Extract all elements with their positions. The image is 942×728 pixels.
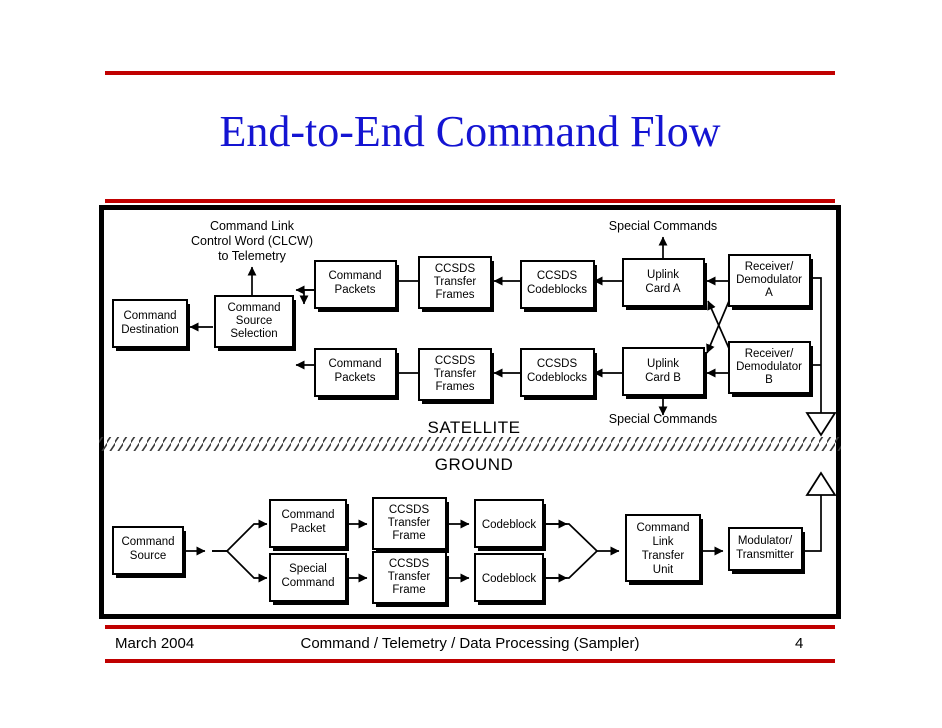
box-receiver-demodulator-b: Receiver/ Demodulator B	[728, 341, 813, 397]
box-transfer-frames-a: CCSDS Transfer Frames	[418, 256, 494, 312]
box-frame-bottom-l1: CCSDS	[389, 558, 430, 570]
box-codeblocks-a-l2: Codeblocks	[527, 284, 587, 296]
box-cltu-l2: Link	[652, 536, 673, 548]
box-command-source-selection: Command Source Selection	[214, 295, 296, 351]
box-codeblock-bottom-label: Codeblock	[482, 573, 537, 585]
box-special-command-l1: Special	[289, 563, 327, 575]
box-frame-bottom-l3: Frame	[392, 584, 425, 596]
box-command-link-transfer-unit: Command Link Transfer Unit	[625, 514, 703, 585]
footer-page-number: 4	[795, 635, 804, 652]
downlink-receive-antenna-icon	[805, 412, 837, 437]
box-codeblocks-b-l1: CCSDS	[537, 358, 578, 370]
label-special-commands-top: Special Commands	[609, 219, 717, 233]
diagram-top-rule	[105, 199, 835, 203]
box-transfer-frames-b: CCSDS Transfer Frames	[418, 348, 494, 404]
box-uplink-card-b: Uplink Card B	[622, 347, 707, 399]
box-uplink-a-l2: Card A	[645, 283, 680, 295]
box-codeblocks-b: CCSDS Codeblocks	[520, 348, 597, 400]
link-receiver-a-to-uplink-b	[706, 300, 730, 354]
box-receiver-b-l2: Demodulator	[736, 361, 802, 373]
box-receiver-a-l1: Receiver/	[745, 261, 794, 273]
box-command-source: Command Source	[112, 526, 186, 578]
box-frames-a-l1: CCSDS	[435, 263, 476, 275]
page-title: End-to-End Command Flow	[219, 107, 721, 156]
link-fork-to-special-command	[212, 550, 268, 583]
top-rule	[105, 71, 835, 75]
box-command-destination-l1: Command	[123, 310, 176, 322]
box-frame-bottom-l2: Transfer	[388, 571, 431, 583]
box-cltu-l1: Command	[636, 522, 689, 534]
box-codeblock-bottom: Codeblock	[474, 553, 546, 605]
label-clcw-line2: Control Word (CLCW)	[191, 234, 313, 248]
box-packets-a-l1: Command	[328, 270, 381, 282]
satellite-ground-boundary	[99, 437, 841, 451]
box-special-command-l2: Command	[281, 577, 334, 589]
box-command-destination: Command Destination	[112, 299, 190, 351]
command-flow-diagram: Command Destination Command Source Selec…	[99, 219, 841, 607]
label-ground-zone: GROUND	[435, 455, 514, 474]
box-modulator-l2: Transmitter	[736, 549, 794, 561]
box-packets-b-l1: Command	[328, 358, 381, 370]
box-frame-top-l2: Transfer	[388, 517, 431, 529]
box-command-packets-b: Command Packets	[314, 348, 399, 400]
box-receiver-b-l1: Receiver/	[745, 348, 794, 360]
box-uplink-card-a: Uplink Card A	[622, 258, 707, 310]
box-command-source-l1: Command	[121, 536, 174, 548]
box-source-selection-l2: Source	[236, 315, 272, 327]
box-cltu-l4: Unit	[653, 564, 674, 576]
box-codeblock-top: Codeblock	[474, 499, 546, 551]
link-codeblock-top-to-cltu	[546, 523, 620, 556]
label-special-commands-bottom: Special Commands	[609, 412, 717, 426]
footer-date: March 2004	[115, 635, 195, 652]
box-codeblocks-a-l1: CCSDS	[537, 270, 578, 282]
box-frames-b-l3: Frames	[436, 381, 475, 393]
box-uplink-b-l1: Uplink	[647, 358, 679, 370]
box-frames-b-l2: Transfer	[434, 368, 477, 380]
box-frames-a-l2: Transfer	[434, 276, 477, 288]
label-clcw-line3: to Telemetry	[218, 249, 287, 263]
box-command-packet-l1: Command	[281, 509, 334, 521]
box-command-packet-l2: Packet	[290, 523, 326, 535]
link-packets-a-to-source-selection	[299, 289, 315, 305]
box-frame-top-l3: Frame	[392, 530, 425, 542]
box-modulator-transmitter: Modulator/ Transmitter	[728, 527, 805, 574]
box-transfer-frame-top: CCSDS Transfer Frame	[372, 497, 449, 553]
box-receiver-a-l3: A	[765, 287, 773, 299]
box-receiver-a-l2: Demodulator	[736, 274, 802, 286]
box-frame-top-l1: CCSDS	[389, 504, 430, 516]
footer-top-rule	[105, 625, 835, 629]
box-codeblocks-b-l2: Codeblocks	[527, 372, 587, 384]
link-receiver-b-to-uplink-a	[707, 300, 732, 354]
link-antenna-bus-a	[813, 277, 822, 418]
label-satellite-zone: SATELLITE	[428, 418, 521, 437]
box-receiver-b-l3: B	[765, 374, 773, 386]
box-transfer-frame-bottom: CCSDS Transfer Frame	[372, 551, 449, 607]
footer-title: Command / Telemetry / Data Processing (S…	[300, 635, 640, 652]
box-uplink-a-l1: Uplink	[647, 269, 679, 281]
box-codeblock-top-label: Codeblock	[482, 519, 537, 531]
box-codeblocks-a: CCSDS Codeblocks	[520, 260, 597, 312]
link-modulator-to-antenna	[805, 495, 822, 552]
label-clcw-line1: Command Link	[210, 219, 295, 233]
box-special-command: Special Command	[269, 553, 349, 605]
link-fork-to-command-packet	[212, 519, 268, 552]
box-source-selection-l1: Command	[227, 302, 280, 314]
box-receiver-demodulator-a: Receiver/ Demodulator A	[728, 254, 813, 310]
box-packets-a-l2: Packets	[335, 284, 376, 296]
link-codeblock-bottom-to-cltu	[546, 550, 598, 579]
box-command-source-l2: Source	[130, 550, 166, 562]
box-frames-b-l1: CCSDS	[435, 355, 476, 367]
box-command-packet: Command Packet	[269, 499, 349, 551]
box-modulator-l1: Modulator/	[738, 535, 793, 547]
box-command-destination-l2: Destination	[121, 324, 179, 336]
box-uplink-b-l2: Card B	[645, 372, 681, 384]
box-frames-a-l3: Frames	[436, 289, 475, 301]
box-packets-b-l2: Packets	[335, 372, 376, 384]
uplink-transmit-antenna-icon	[805, 471, 837, 496]
footer-bottom-rule	[105, 659, 835, 663]
box-source-selection-l3: Selection	[230, 328, 277, 340]
box-command-packets-a: Command Packets	[314, 260, 399, 312]
box-cltu-l3: Transfer	[642, 550, 685, 562]
